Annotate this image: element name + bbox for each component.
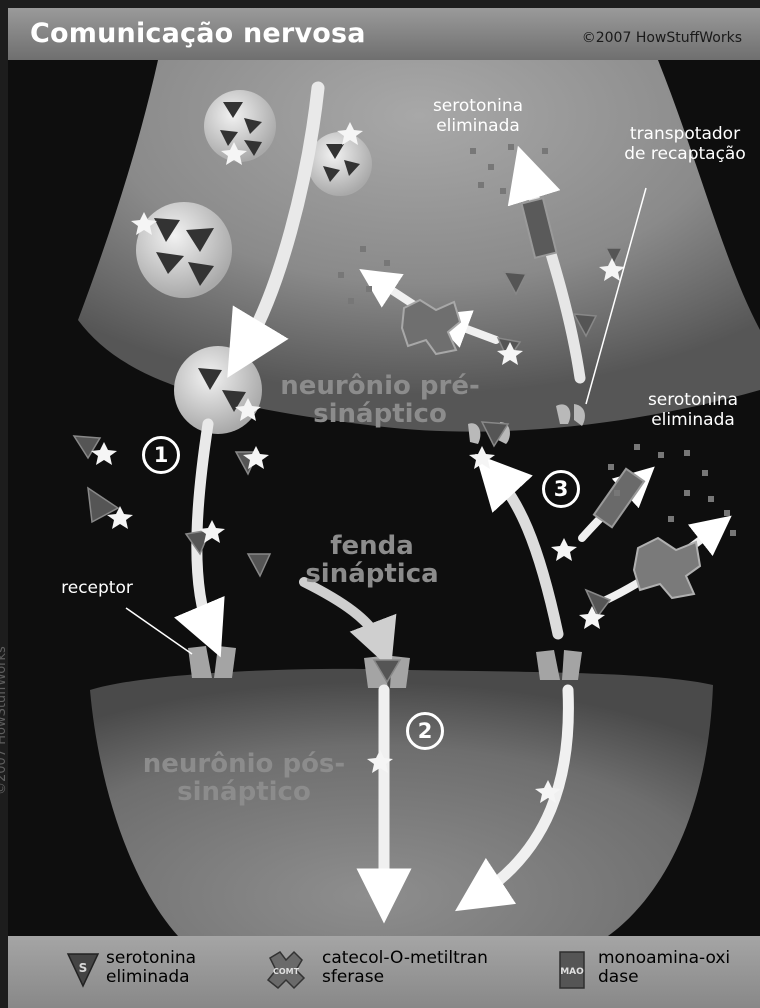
mao-enzyme-icon: MAO: [554, 948, 590, 992]
title-bar: Comunicação nervosa ©2007 HowStuffWorks: [8, 8, 760, 60]
legend-serotonin-text: serotonina eliminada: [106, 949, 196, 987]
legend-item-mao: MAO monoamina-oxi dase: [554, 946, 754, 998]
synapse-illustration: serotonina eliminada transpotador de rec…: [8, 60, 760, 936]
side-copyright: ©2007 HowStuffWorks: [0, 646, 9, 795]
comt-enzyme-presynaptic: [402, 300, 460, 354]
label-serotonin-eliminated-right: serotonina eliminada: [628, 390, 758, 430]
comt-icon-mark: COMT: [273, 967, 300, 976]
label-serotonin-eliminated-top: serotonina eliminada: [413, 96, 543, 136]
comt-enzyme-icon: COMT: [264, 948, 308, 992]
mao-icon-mark: MAO: [560, 967, 584, 977]
mao-enzyme-cleft: [594, 469, 644, 527]
serotonin-triangle-icon: S: [66, 950, 100, 990]
legend-item-comt: COMT catecol-O-metiltran sferase: [264, 946, 534, 998]
legend-mao-text: monoamina-oxi dase: [598, 949, 730, 987]
label-postsynaptic-neuron: neurônio pós-sináptico: [124, 750, 364, 806]
label-presynaptic-neuron: neurônio pré-sináptico: [270, 372, 490, 428]
legend-bar: S serotonina eliminada COMT catecol-O-me…: [8, 936, 760, 1008]
label-receptor: receptor: [42, 578, 152, 598]
step-1-badge: 1: [142, 436, 180, 474]
serotonin-icon-mark: S: [79, 961, 88, 975]
legend-item-serotonin: S serotonina eliminada: [66, 946, 266, 998]
synapse-drawing: [8, 60, 760, 936]
label-reuptake-transporter: transpotador de recaptação: [610, 124, 760, 164]
copyright-credit: ©2007 HowStuffWorks: [582, 30, 742, 46]
diagram-title: Comunicação nervosa: [30, 18, 366, 49]
label-synaptic-cleft: fenda sináptica: [292, 532, 452, 588]
legend-comt-text: catecol-O-metiltran sferase: [322, 949, 488, 987]
step-2-badge: 2: [406, 712, 444, 750]
step-3-badge: 3: [542, 470, 580, 508]
receptor-pointer-line: [126, 608, 192, 654]
comt-enzyme-cleft: [634, 538, 700, 598]
